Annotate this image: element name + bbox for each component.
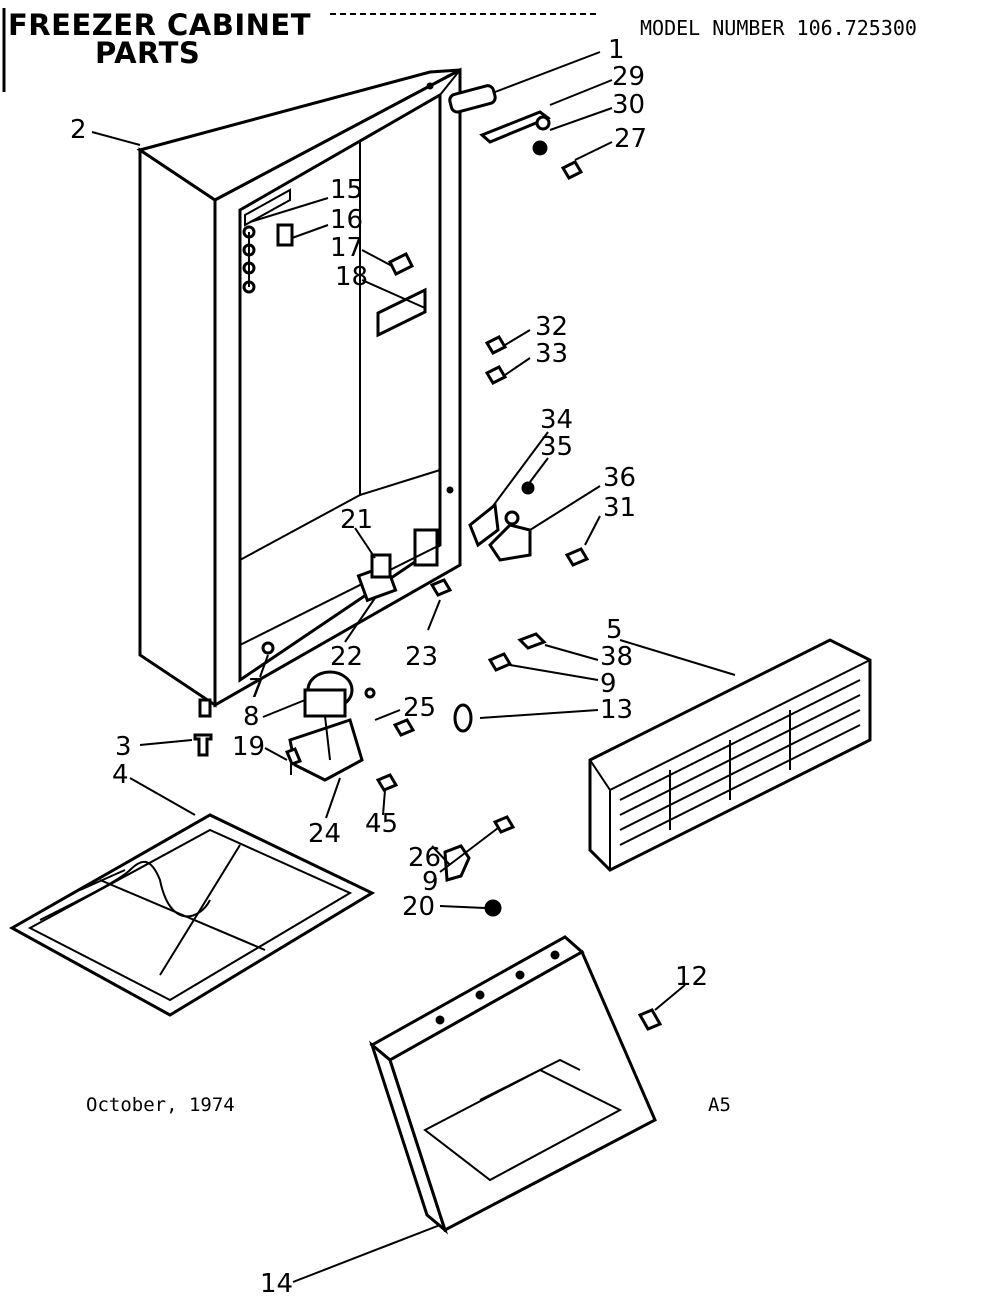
top-hinge-assembly <box>448 84 584 180</box>
callout-34: 34 <box>540 405 573 435</box>
title-line-1: FREEZER CABINET <box>8 8 312 42</box>
callout-18: 18 <box>335 262 368 292</box>
model-number-label: MODEL NUMBER 106.725300 <box>640 16 917 40</box>
kick-plate <box>368 935 657 1235</box>
callout-labels: 1 29 30 27 2 15 16 17 18 32 33 34 35 36 … <box>70 35 708 1297</box>
thermostat-assembly <box>285 670 416 792</box>
callout-45: 45 <box>365 809 398 839</box>
part-3-leg-screw <box>193 733 213 757</box>
callout-26: 26 <box>408 843 441 873</box>
callout-22: 22 <box>330 642 363 672</box>
callout-9b: 9 <box>422 867 439 897</box>
callout-17: 17 <box>330 233 363 263</box>
front-grille <box>588 638 872 872</box>
callout-35: 35 <box>540 432 573 462</box>
callout-19: 19 <box>232 732 265 762</box>
callout-1: 1 <box>608 35 625 65</box>
callout-15: 15 <box>330 175 363 205</box>
callout-33: 33 <box>535 339 568 369</box>
part-9-screw-lower <box>492 815 516 834</box>
callout-7: 7 <box>248 674 265 704</box>
callout-4: 4 <box>112 760 129 790</box>
callout-13: 13 <box>600 695 633 725</box>
callout-3: 3 <box>115 732 132 762</box>
freezer-cabinet <box>136 67 462 718</box>
callout-5: 5 <box>606 615 623 645</box>
part-20-nut <box>484 899 502 917</box>
callout-20: 20 <box>402 892 435 922</box>
callout-23: 23 <box>405 642 438 672</box>
part-17-clip <box>387 251 415 277</box>
callout-38: 38 <box>600 642 633 672</box>
callout-25: 25 <box>403 693 436 723</box>
callout-31: 31 <box>603 493 636 523</box>
callout-29: 29 <box>612 62 645 92</box>
callout-27: 27 <box>614 124 647 154</box>
callout-32: 32 <box>535 312 568 342</box>
callout-2: 2 <box>70 115 87 145</box>
callout-8: 8 <box>243 702 260 732</box>
bottom-hinge-assembly <box>468 481 590 567</box>
title-line-2: PARTS <box>95 36 201 70</box>
callout-24: 24 <box>308 819 341 849</box>
part-12-screw <box>637 1008 663 1031</box>
callout-30: 30 <box>612 90 645 120</box>
callout-9a: 9 <box>600 669 617 699</box>
callout-36: 36 <box>603 463 636 493</box>
callout-14: 14 <box>260 1269 293 1297</box>
callout-12: 12 <box>675 962 708 992</box>
leader-lines <box>91 51 736 1283</box>
part-18-plate <box>376 287 427 338</box>
callout-21: 21 <box>340 505 373 535</box>
drain-pan <box>8 813 376 1017</box>
footer-date: October, 1974 <box>86 1094 235 1116</box>
part-33-screw <box>484 365 508 385</box>
part-38-screw <box>517 632 547 650</box>
part-13-ring <box>453 703 473 733</box>
part-9-screw-upper <box>487 652 513 672</box>
part-32-screw <box>484 335 508 355</box>
footer-code: A5 <box>708 1094 731 1116</box>
thermostat-bracket <box>261 553 453 655</box>
callout-16: 16 <box>330 205 363 235</box>
